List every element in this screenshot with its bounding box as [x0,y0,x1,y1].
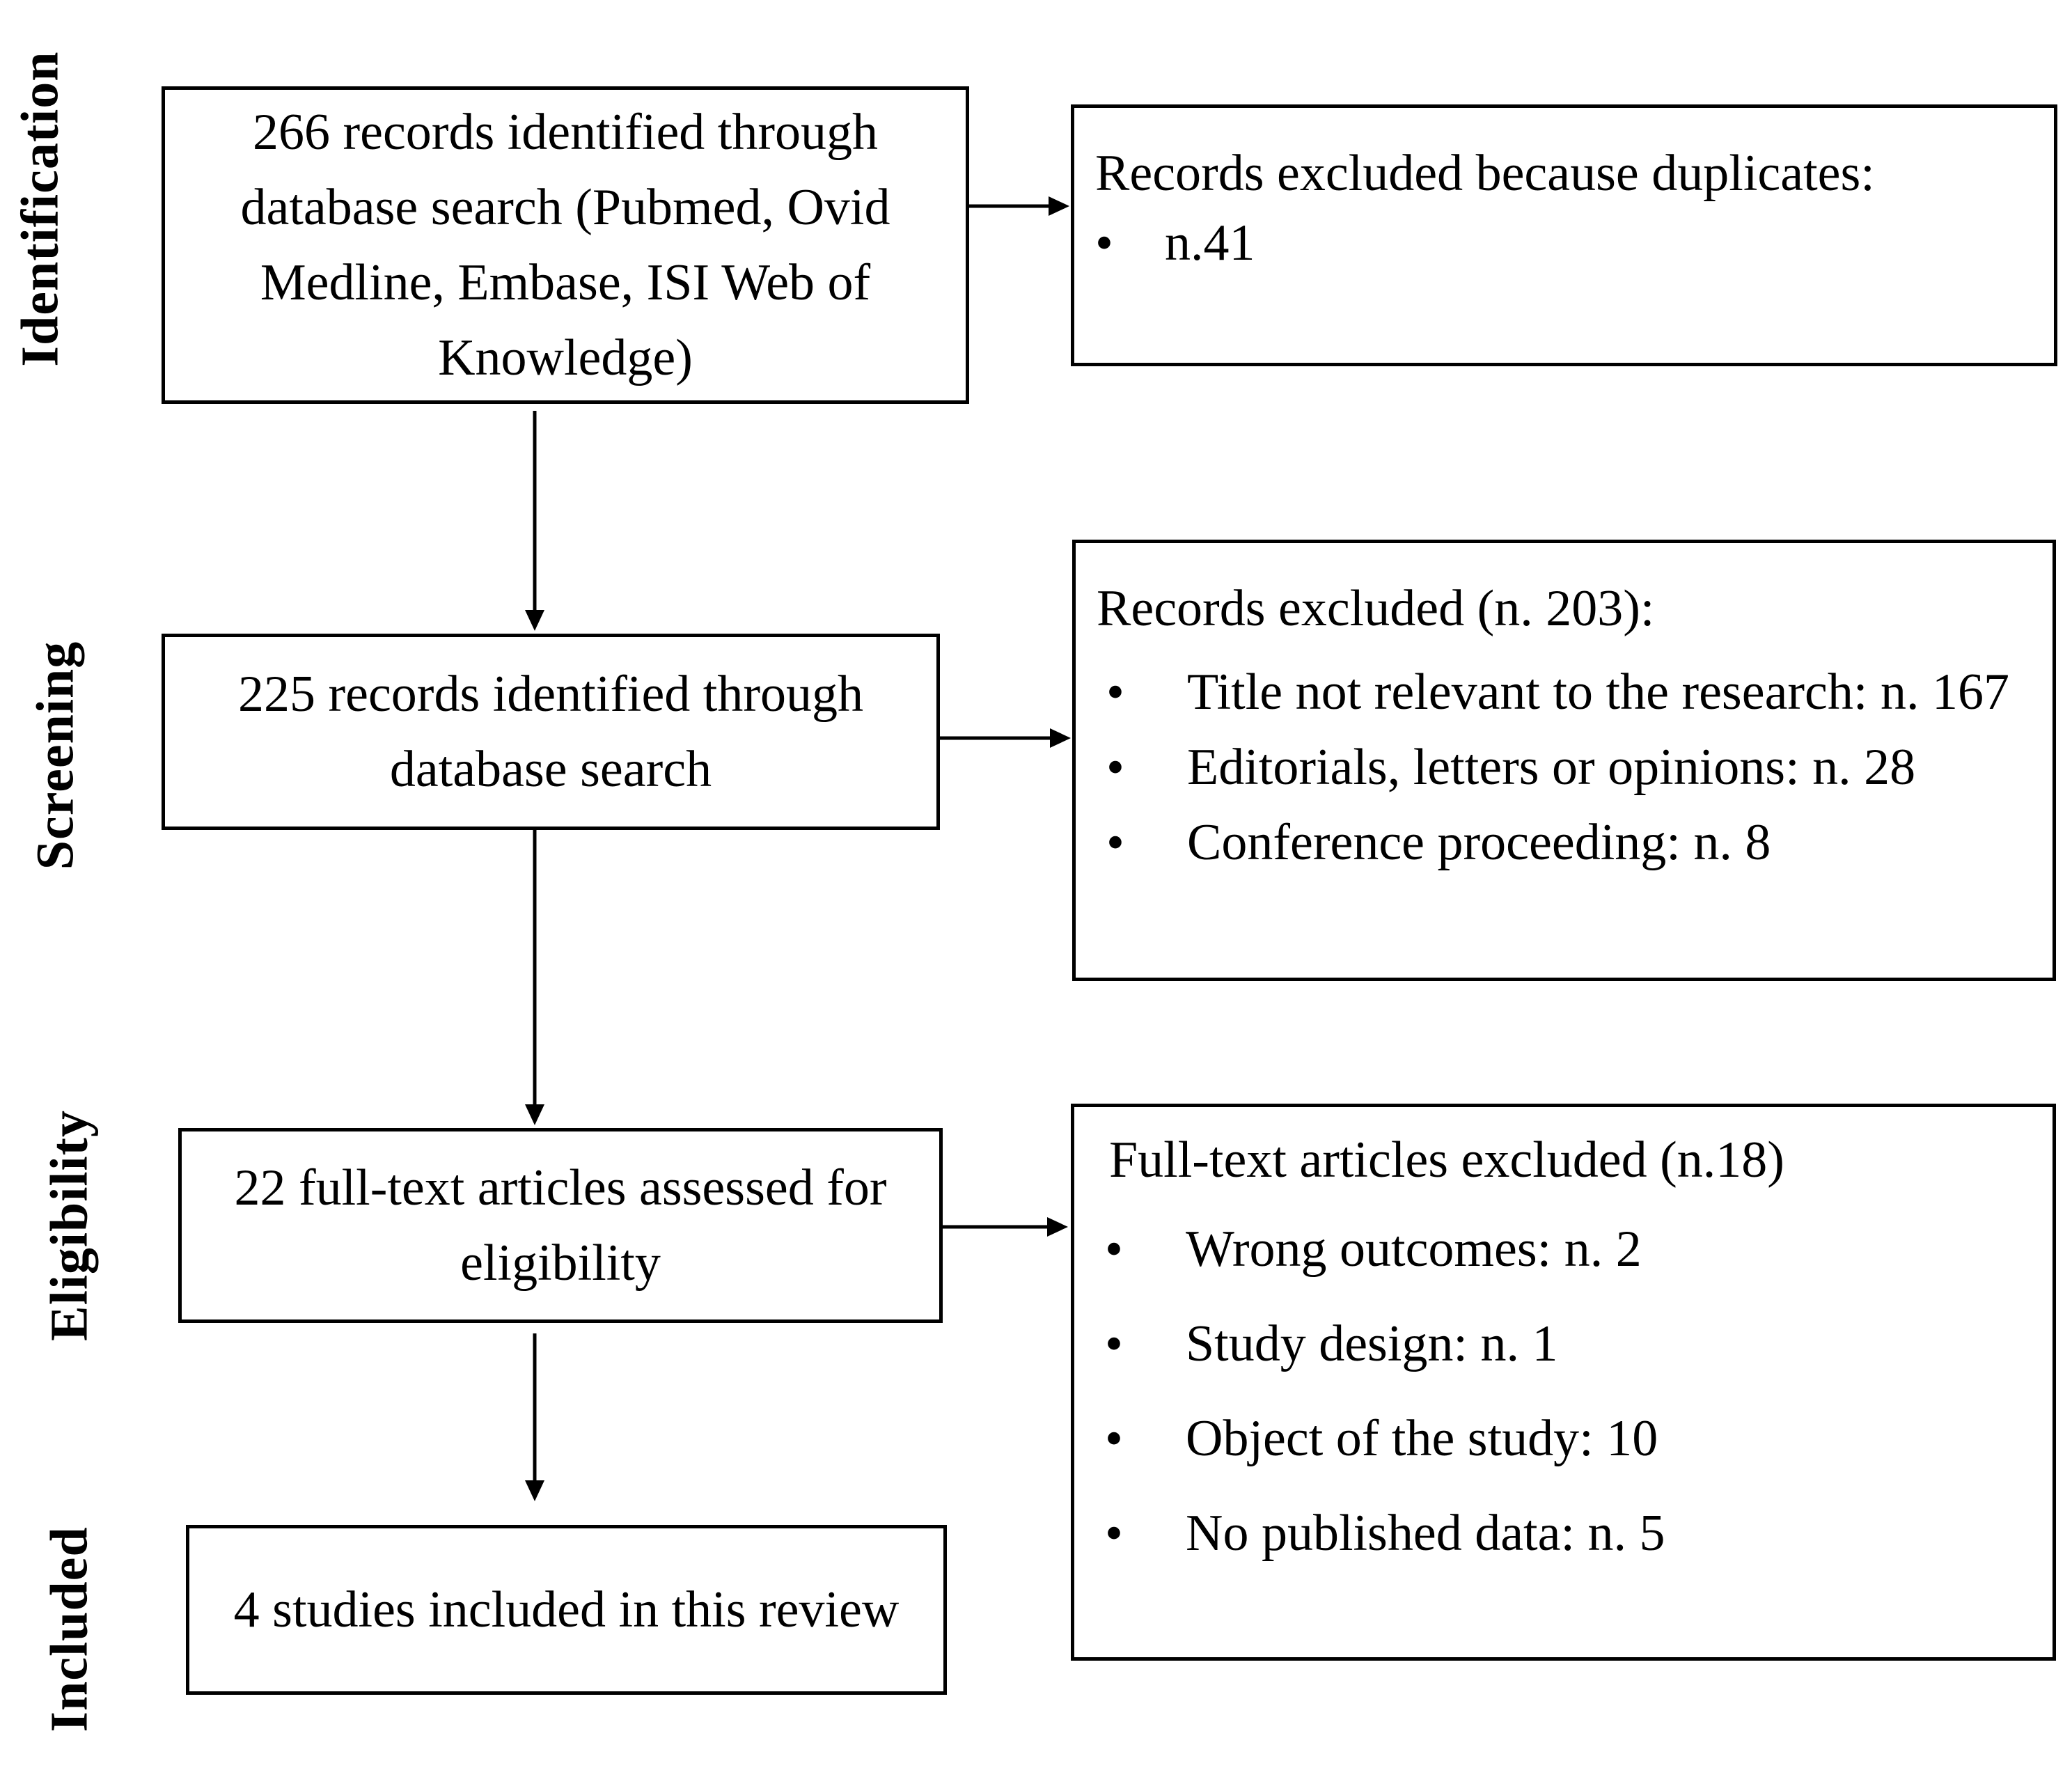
arrowhead-icon [1047,1217,1068,1237]
identified-records-box: 266 records identified through database … [162,86,969,404]
arrowhead-icon [525,610,544,631]
bullet-icon: • [1095,214,1113,272]
fulltext-excluded-list: • Wrong outcomes: n. 2 • Study design: n… [1095,1212,2032,1571]
list-item: • No published data: n. 5 [1095,1496,2032,1571]
list-item: • Wrong outcomes: n. 2 [1095,1212,2032,1287]
list-item: • Editorials, letters or opinions: n. 28 [1097,730,2032,805]
bullet-icon: • [1106,814,1124,871]
list-item: • Object of the study: 10 [1095,1401,2032,1476]
bullet-icon: • [1105,1410,1123,1467]
included-studies-text: 4 studies included in this review [233,1581,900,1638]
list-item: • Study design: n. 1 [1095,1306,2032,1381]
bullet-icon: • [1105,1221,1123,1278]
list-item: • Conference proceeding: n. 8 [1097,805,2032,880]
screening-excluded-list: • Title not relevant to the research: n.… [1097,655,2032,880]
list-item: • Title not relevant to the research: n.… [1097,655,2032,730]
included-studies-box: 4 studies included in this review [186,1525,947,1695]
arrowhead-icon [1050,728,1071,748]
assessed-articles-text: 22 full-text articles assessed for eligi… [234,1159,887,1292]
screened-records-box: 225 records identified through database … [162,634,940,830]
bullet-icon: • [1105,1505,1123,1562]
duplicates-excluded-title: Records excluded because duplicates: [1095,145,1875,202]
list-item: • n.41 [1095,205,2033,281]
screening-excluded-box: Records excluded (n. 203): • Title not r… [1072,540,2056,981]
duplicates-list: • n.41 [1095,205,2033,281]
fulltext-excluded-title: Full-text articles excluded (n.18) [1109,1131,1784,1189]
bullet-icon: • [1106,739,1124,796]
duplicates-excluded-box: Records excluded because duplicates: • n… [1071,104,2057,366]
assessed-articles-box: 22 full-text articles assessed for eligi… [178,1128,943,1323]
identified-records-text: 266 records identified through database … [240,104,890,386]
arrowhead-icon [525,1480,544,1501]
arrowhead-icon [525,1104,544,1125]
fulltext-excluded-box: Full-text articles excluded (n.18) • Wro… [1071,1104,2056,1661]
bullet-icon: • [1106,664,1124,721]
screening-excluded-title: Records excluded (n. 203): [1097,580,1655,637]
bullet-icon: • [1105,1315,1123,1372]
screened-records-text: 225 records identified through database … [237,666,864,798]
arrowhead-icon [1049,196,1069,216]
